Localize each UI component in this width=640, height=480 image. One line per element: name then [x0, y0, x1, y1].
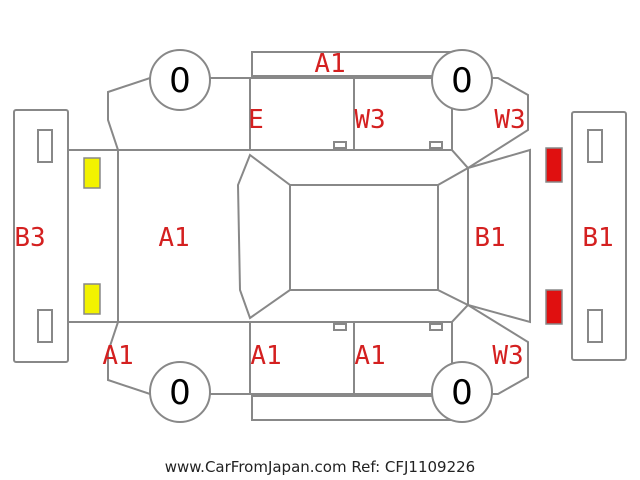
label-rear-bumper: B1: [582, 223, 613, 253]
tire-rear-right-value: 0: [451, 373, 473, 413]
label-rear-hatch: B1: [474, 223, 505, 253]
reference-footer: www.CarFromJapan.com Ref: CFJ1109226: [164, 458, 476, 476]
label-front-left-door: E: [248, 105, 264, 135]
front-right-wheel: [149, 361, 211, 423]
label-rear-left-door: W3: [354, 105, 385, 135]
right-roof-rail: [251, 395, 453, 421]
rear-bumper-notch-top: [587, 129, 603, 163]
left-front-door-handle: [333, 141, 347, 149]
rear-hatch-panel: [467, 148, 531, 324]
label-front-right-door: A1: [250, 341, 281, 371]
front-bumper-notch-bottom: [37, 309, 53, 343]
rear-bumper-panel: [571, 111, 627, 361]
rear-window: [437, 166, 469, 307]
right-taillight: [545, 289, 563, 325]
label-rear-right-quarter: W3: [492, 341, 523, 371]
windshield: [236, 153, 291, 320]
left-front-door: [249, 77, 355, 151]
label-rear-left-quarter: W3: [494, 105, 525, 135]
rear-right-wheel: [431, 361, 493, 423]
front-bumper-notch-top: [37, 129, 53, 163]
left-headlight: [83, 157, 101, 189]
label-front-right-fender: A1: [102, 341, 133, 371]
left-rear-door-handle: [429, 141, 443, 149]
tire-front-right-value: 0: [169, 373, 191, 413]
label-front-bumper: B3: [14, 223, 45, 253]
rear-left-wheel: [431, 49, 493, 111]
left-roof-rail: [251, 51, 453, 77]
rear-bumper-notch-bottom: [587, 309, 603, 343]
label-roof-top: A1: [314, 49, 345, 79]
front-left-wheel: [149, 49, 211, 111]
tire-rear-left-value: 0: [451, 61, 473, 101]
tire-front-left-value: 0: [169, 61, 191, 101]
left-taillight: [545, 147, 563, 183]
right-headlight: [83, 283, 101, 315]
right-front-door: [249, 321, 355, 395]
right-front-door-handle: [333, 323, 347, 331]
label-hood: A1: [158, 223, 189, 253]
label-rear-right-door: A1: [354, 341, 385, 371]
right-rear-door-handle: [429, 323, 443, 331]
roof-panel: [289, 184, 439, 291]
